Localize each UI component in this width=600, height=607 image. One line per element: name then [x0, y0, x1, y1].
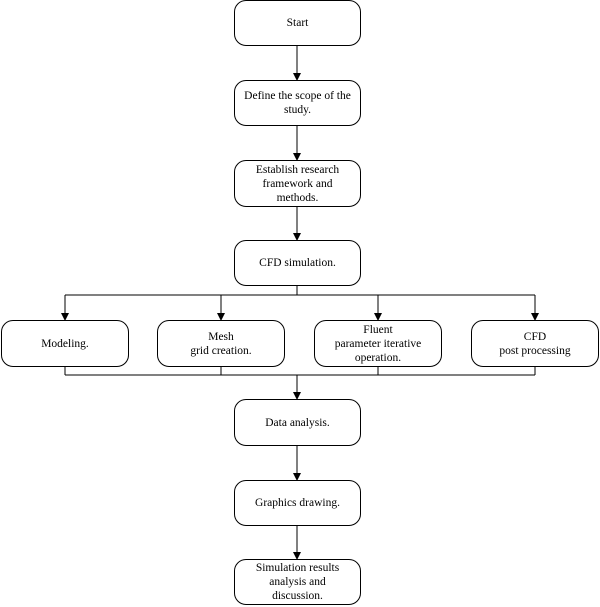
node-fluent-parameter-label: Fluent parameter iterative operation. — [334, 323, 422, 364]
node-modeling: Modeling. — [1, 320, 129, 367]
node-fluent-parameter: Fluent parameter iterative operation. — [314, 320, 442, 367]
node-mesh-grid: Mesh grid creation. — [157, 320, 285, 367]
node-simulation-results: Simulation results analysis and discussi… — [234, 559, 361, 605]
node-data-analysis-label: Data analysis. — [265, 416, 330, 429]
node-cfd-simulation: CFD simulation. — [234, 240, 361, 286]
node-simulation-results-label: Simulation results analysis and discussi… — [255, 562, 340, 602]
node-start-label: Start — [286, 17, 309, 29]
node-graphics-drawing: Graphics drawing. — [234, 480, 361, 526]
node-define-scope-label: Define the scope of the study. — [244, 90, 351, 116]
node-cfd-simulation-label: CFD simulation. — [259, 257, 336, 269]
node-graphics-drawing-label: Graphics drawing. — [255, 497, 340, 509]
node-start: Start — [234, 0, 361, 46]
node-modeling-label: Modeling. — [41, 337, 89, 350]
node-mesh-grid-label: Mesh grid creation. — [190, 330, 252, 357]
node-data-analysis: Data analysis. — [234, 399, 361, 446]
node-research-framework-label: Establish research framework and methods… — [255, 163, 340, 204]
node-cfd-post: CFD post processing — [471, 320, 599, 367]
node-research-framework: Establish research framework and methods… — [234, 160, 361, 207]
node-define-scope: Define the scope of the study. — [234, 80, 361, 126]
node-cfd-post-label: CFD post processing — [499, 330, 571, 357]
